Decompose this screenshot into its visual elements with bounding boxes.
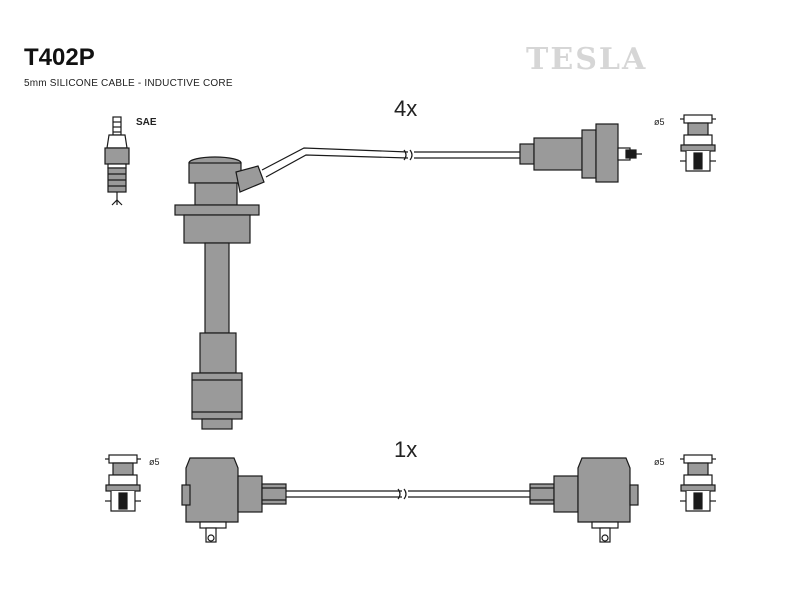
- coil-connector-bottom-right: [529, 457, 639, 543]
- spark-plug-standard-label: SAE: [136, 117, 157, 128]
- diameter-label-bottom-right: ø5: [654, 457, 665, 467]
- coil-connector-top: [519, 123, 642, 183]
- diameter-label-top-right: ø5: [654, 117, 665, 127]
- coil-connector-bottom-left: [181, 457, 287, 543]
- terminal-icon-bottom-left: [104, 454, 142, 512]
- cable-description: 5mm SILICONE CABLE - INDUCTIVE CORE: [24, 78, 233, 89]
- spark-plug-icon: [104, 116, 130, 206]
- terminal-icon-top-right: [679, 114, 717, 172]
- top-cable: [261, 147, 520, 178]
- bottom-quantity-label: 1x: [394, 437, 418, 462]
- top-quantity-label: 4x: [394, 96, 418, 121]
- part-number-title: T402P: [24, 44, 95, 71]
- bottom-cable: [286, 488, 530, 500]
- diameter-label-bottom-left: ø5: [149, 457, 160, 467]
- spark-plug-boot: [174, 156, 265, 430]
- terminal-icon-bottom-right: [679, 454, 717, 512]
- brand-logo: TESLA: [526, 42, 648, 77]
